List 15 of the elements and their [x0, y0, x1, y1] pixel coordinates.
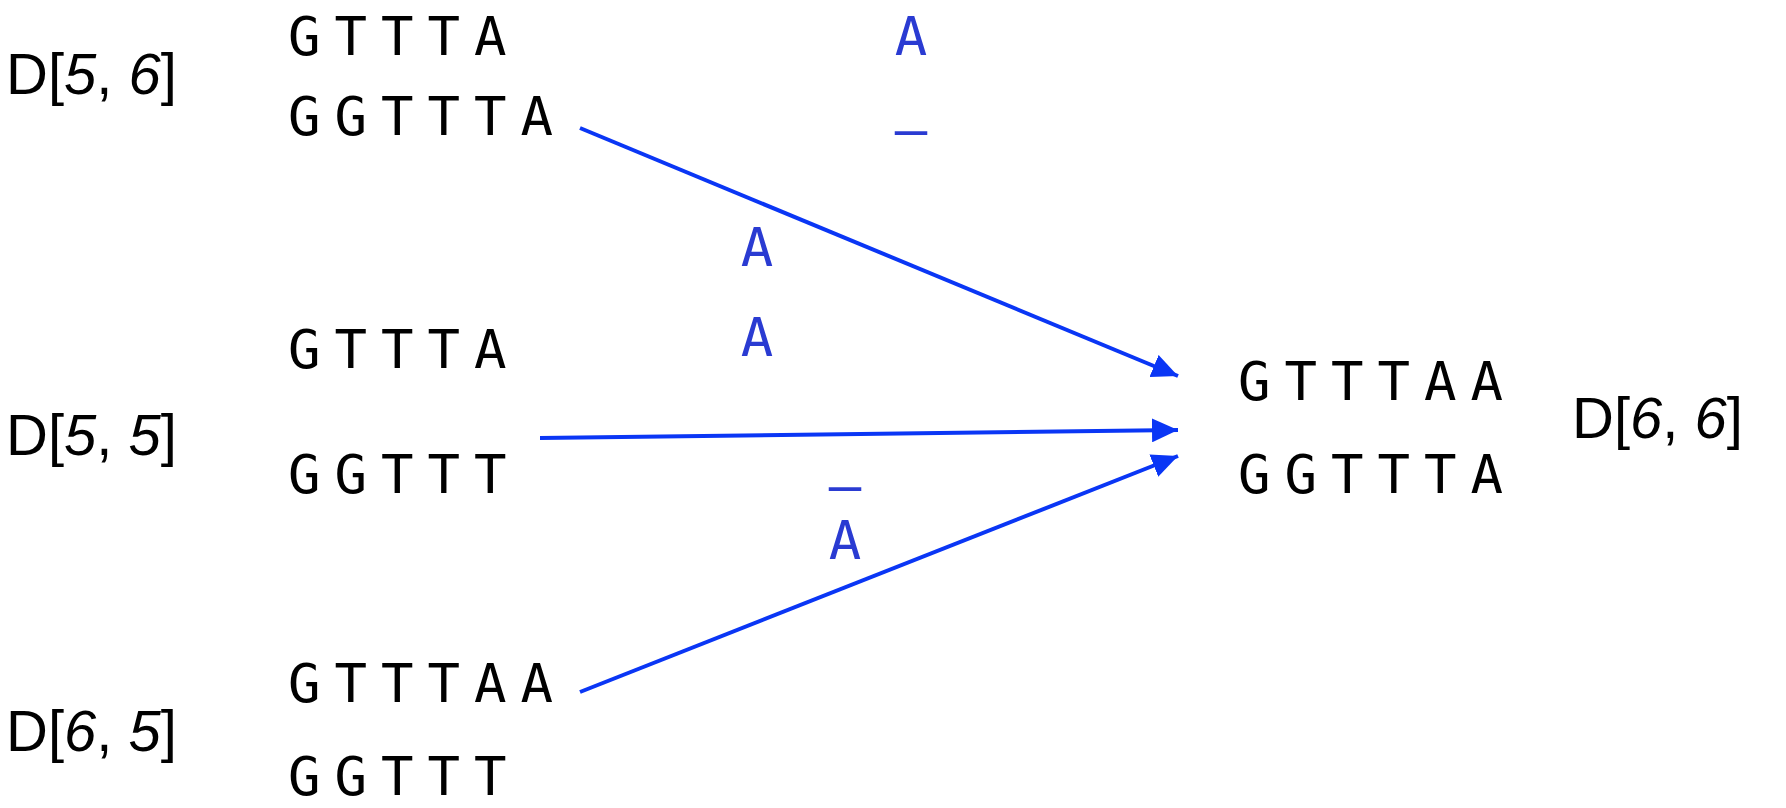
arrow [539, 418, 1179, 443]
arrow [579, 126, 1179, 378]
arrow [579, 454, 1179, 694]
sequence-text: GGTTTA [1238, 444, 1518, 506]
sequence-text: GTTTA [288, 6, 521, 68]
sequence-text: GGTTT [288, 746, 521, 808]
sequence-text: GGTTTA [288, 86, 568, 148]
sequence-text: GTTTA [288, 319, 521, 381]
alignment-column-label: – [894, 99, 928, 161]
alignment-column-label: A [740, 217, 774, 279]
alignment-column-label: A [740, 307, 774, 369]
sequence-text: GGTTT [288, 444, 521, 506]
alignment-column-label: A [894, 6, 928, 68]
sequence-text: GTTTAA [288, 653, 568, 715]
sequence-text: GTTTAA [1238, 351, 1518, 413]
